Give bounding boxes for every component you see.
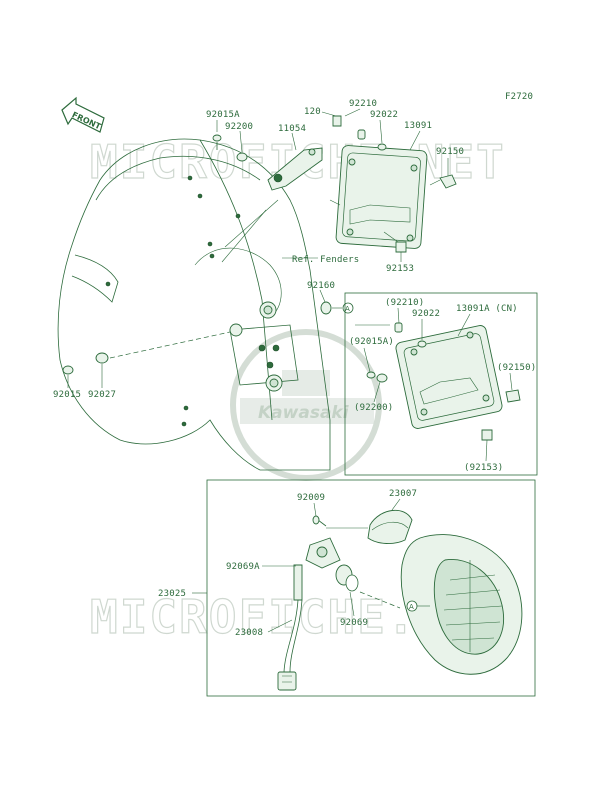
label-cn-92210: (92210) — [385, 298, 424, 308]
label-23025: 23025 — [158, 589, 186, 599]
label-92027: 92027 — [88, 390, 116, 400]
label-92009: 92009 — [297, 493, 325, 503]
kawasaki-logo: Kawasaki — [230, 329, 382, 481]
tail-light-box: A 92009 23007 92069A 23025 23008 92069 — [158, 479, 536, 697]
label-120: 120 — [304, 107, 321, 117]
rear-fender — [57, 138, 331, 471]
label-23008: 23008 — [235, 628, 263, 638]
label-ref-fenders: Ref. Fenders — [292, 255, 359, 265]
label-23007: 23007 — [389, 489, 417, 499]
label-13091: 13091 — [404, 121, 432, 131]
label-cn-13091A: 13091A (CN) — [456, 304, 518, 314]
label-11054: 11054 — [278, 124, 306, 134]
label-92200: 92200 — [225, 122, 253, 132]
label-92022: 92022 — [370, 110, 398, 120]
label-92153: 92153 — [386, 264, 414, 274]
label-cn-92150: (92150) — [497, 363, 536, 373]
label-92150: 92150 — [436, 147, 464, 157]
upper-labels: 92015A 92200 120 92210 11054 92022 13091… — [53, 99, 464, 400]
label-92015A: 92015A — [206, 110, 240, 120]
label-92210: 92210 — [349, 99, 377, 109]
figure-code: F2720 — [505, 92, 533, 102]
callout-a-1: A — [345, 305, 350, 313]
label-92160: 92160 — [307, 281, 335, 291]
label-cn-92022: 92022 — [412, 309, 440, 319]
label-cn-92200: (92200) — [354, 403, 393, 413]
callout-a-2: A — [409, 603, 414, 611]
license-plate-assembly: A — [62, 115, 457, 375]
front-arrow-icon: FRONT — [61, 96, 105, 133]
label-92015: 92015 — [53, 390, 81, 400]
label-92069A: 92069A — [226, 562, 260, 572]
cn-variant-box: (92210) 92022 13091A (CN) (92015A) (9215… — [344, 292, 538, 476]
label-cn-92015A: (92015A) — [349, 337, 394, 347]
label-92069: 92069 — [340, 618, 368, 628]
logo-text: Kawasaki — [258, 403, 350, 423]
label-cn-92153: (92153) — [464, 463, 503, 473]
